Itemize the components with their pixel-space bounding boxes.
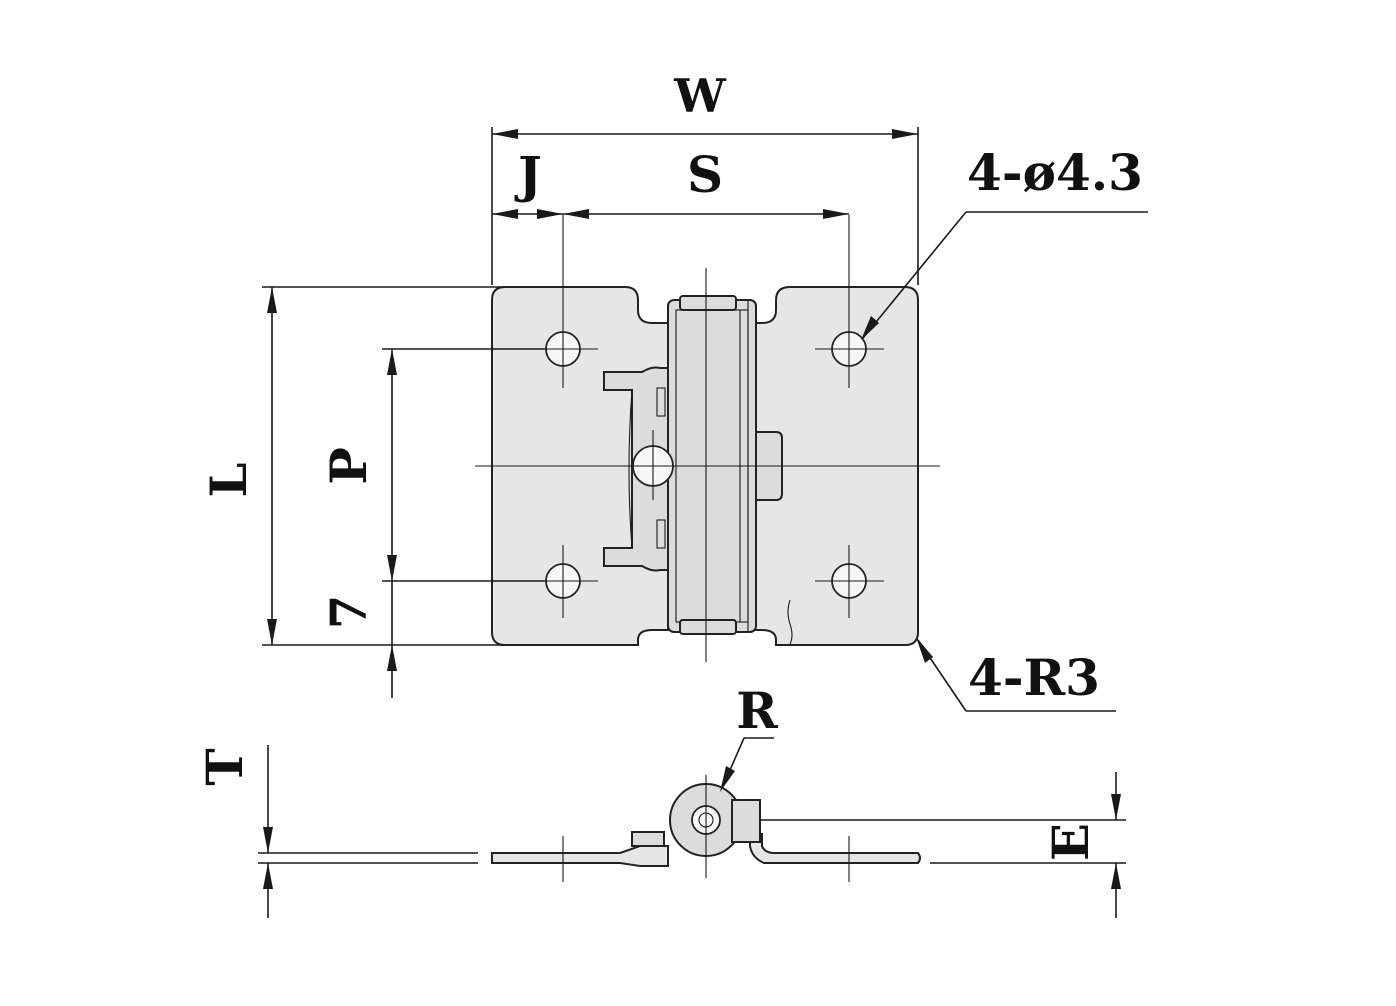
side-right-plate — [749, 833, 921, 864]
label-corners: 4-R3 — [968, 648, 1100, 707]
label-r: R — [736, 681, 778, 740]
label-7: 7 — [319, 595, 378, 630]
hinge-side-view — [491, 775, 921, 882]
label-t: T — [195, 748, 254, 785]
label-s: S — [687, 145, 723, 204]
side-left-plate — [491, 845, 669, 867]
label-j: J — [514, 145, 542, 204]
label-l: L — [199, 462, 258, 497]
barrel-cap-bottom — [679, 619, 737, 635]
label-holes: 4-ø4.3 — [967, 143, 1143, 202]
dimension-lines — [262, 127, 1148, 712]
labels: W J S 4-ø4.3 4-R3 R L P 7 T E — [195, 69, 1143, 861]
barrel-cap-top — [679, 295, 737, 311]
side-dimension-lines — [258, 737, 1126, 918]
centerlines — [475, 215, 940, 662]
side-barrel-block — [731, 799, 761, 843]
label-p: P — [319, 447, 378, 485]
label-e: E — [1041, 823, 1100, 861]
label-w: W — [673, 69, 727, 123]
